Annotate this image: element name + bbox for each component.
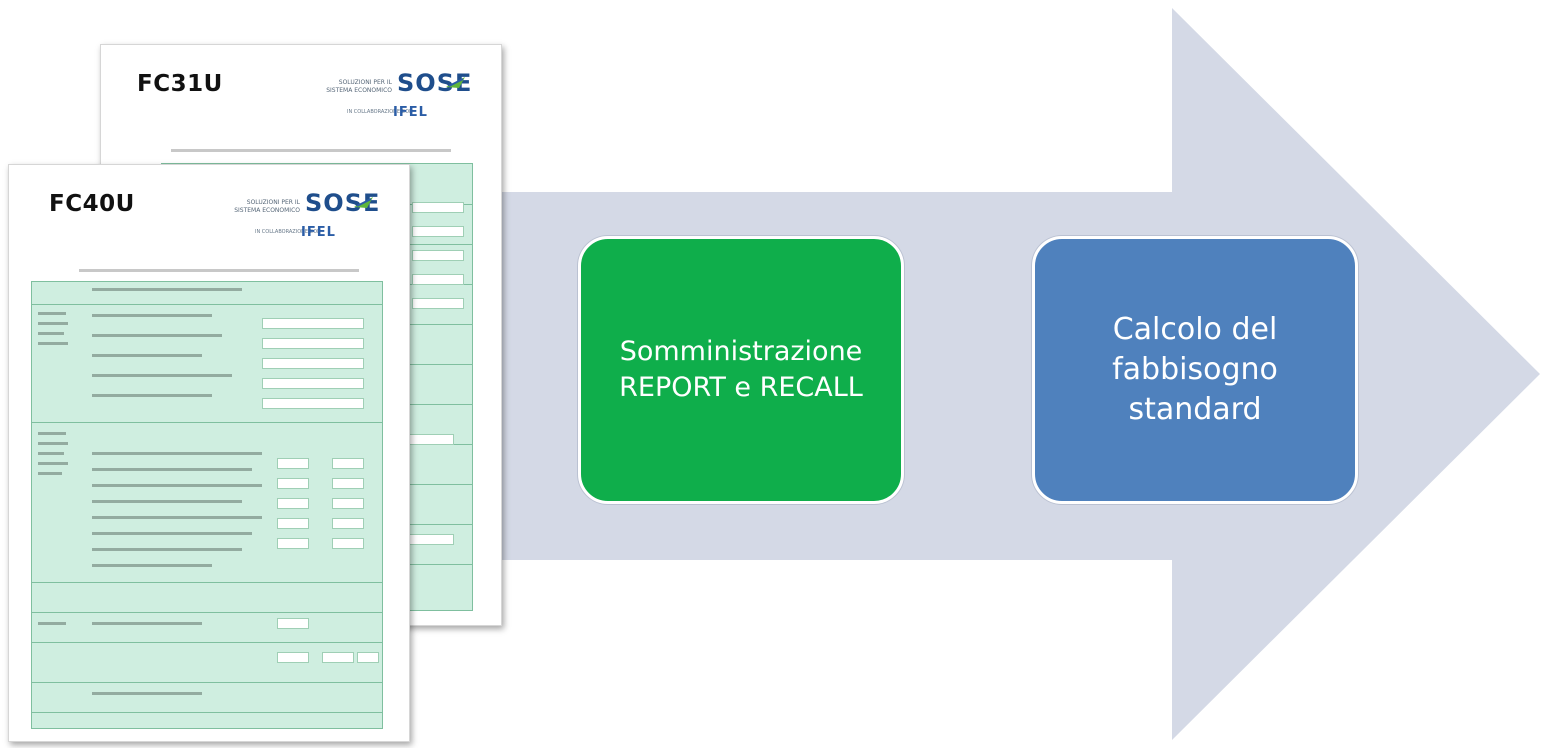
logo-swoosh-icon: [354, 197, 373, 208]
logo-collab-text: IN COLLABORAZIONE CON: [347, 109, 413, 115]
logo-swoosh-icon: [446, 77, 465, 88]
step-somministrazione: Somministrazione REPORT e RECALL: [578, 236, 904, 504]
step-label: Calcolo del fabbisogno standard: [1112, 310, 1278, 430]
step-label-line: REPORT e RECALL: [619, 372, 863, 403]
step-calcolo-fabbisogno: Calcolo del fabbisogno standard: [1032, 236, 1358, 504]
partner-logo: IFEL: [393, 105, 428, 120]
form-document-fc40u: FC40U SOLUZIONI PER IL SISTEMA ECONOMICO…: [8, 164, 410, 742]
step-label-line: Somministrazione: [619, 336, 863, 367]
sose-logo: SOLUZIONI PER IL SISTEMA ECONOMICO SOSE …: [317, 65, 471, 147]
document-code: FC31U: [137, 71, 223, 97]
logo-collab-text: IN COLLABORAZIONE CON: [255, 229, 321, 235]
form-title-line: [79, 269, 359, 272]
form-title-line: [171, 149, 451, 152]
logo-tagline: SOLUZIONI PER IL SISTEMA ECONOMICO: [326, 79, 392, 94]
arrow-shape: [470, 8, 1540, 740]
step-label: Somministrazione REPORT e RECALL: [619, 334, 863, 406]
logo-tagline: SOLUZIONI PER IL SISTEMA ECONOMICO: [234, 199, 300, 214]
sose-logo: SOLUZIONI PER IL SISTEMA ECONOMICO SOSE …: [225, 185, 379, 267]
form-table: [31, 281, 383, 729]
partner-logo: IFEL: [301, 225, 336, 240]
step-label-line: standard: [1128, 392, 1262, 427]
step-label-line: Calcolo del: [1112, 312, 1278, 347]
document-code: FC40U: [49, 191, 135, 217]
step-label-line: fabbisogno: [1112, 352, 1278, 387]
